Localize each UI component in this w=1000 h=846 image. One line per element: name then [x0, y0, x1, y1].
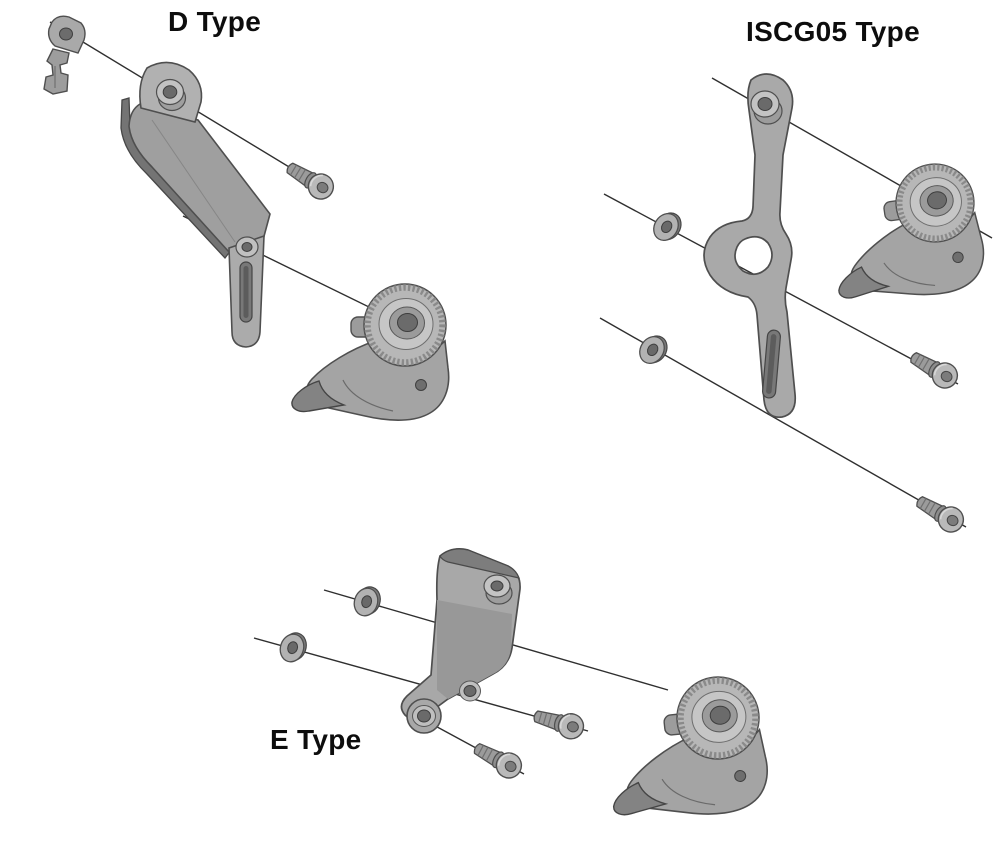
section-label-e-type: E Type — [270, 724, 362, 755]
derailleur-body — [292, 284, 449, 420]
washer — [648, 206, 687, 247]
adapter-clip — [43, 15, 86, 95]
d-type-bracket — [120, 61, 271, 348]
fixing-bolt — [530, 702, 588, 743]
fixing-bolt — [281, 155, 339, 205]
e-type-bracket — [400, 548, 521, 734]
washer — [276, 628, 311, 667]
section-label-d-type: D Type — [168, 6, 262, 37]
washer — [634, 329, 673, 370]
iscg05-type-section — [599, 73, 993, 538]
iscg05-bracket — [703, 73, 797, 419]
e-type-section — [253, 548, 771, 825]
section-label-iscg05-type: ISCG05 Type — [746, 16, 920, 47]
derailleur-body — [823, 159, 988, 308]
washer — [350, 582, 385, 621]
fixing-bolt — [910, 488, 969, 538]
d-type-section — [43, 15, 449, 420]
fixing-bolt — [904, 344, 963, 394]
derailleur-body — [601, 673, 771, 825]
fixing-bolt — [468, 735, 527, 784]
